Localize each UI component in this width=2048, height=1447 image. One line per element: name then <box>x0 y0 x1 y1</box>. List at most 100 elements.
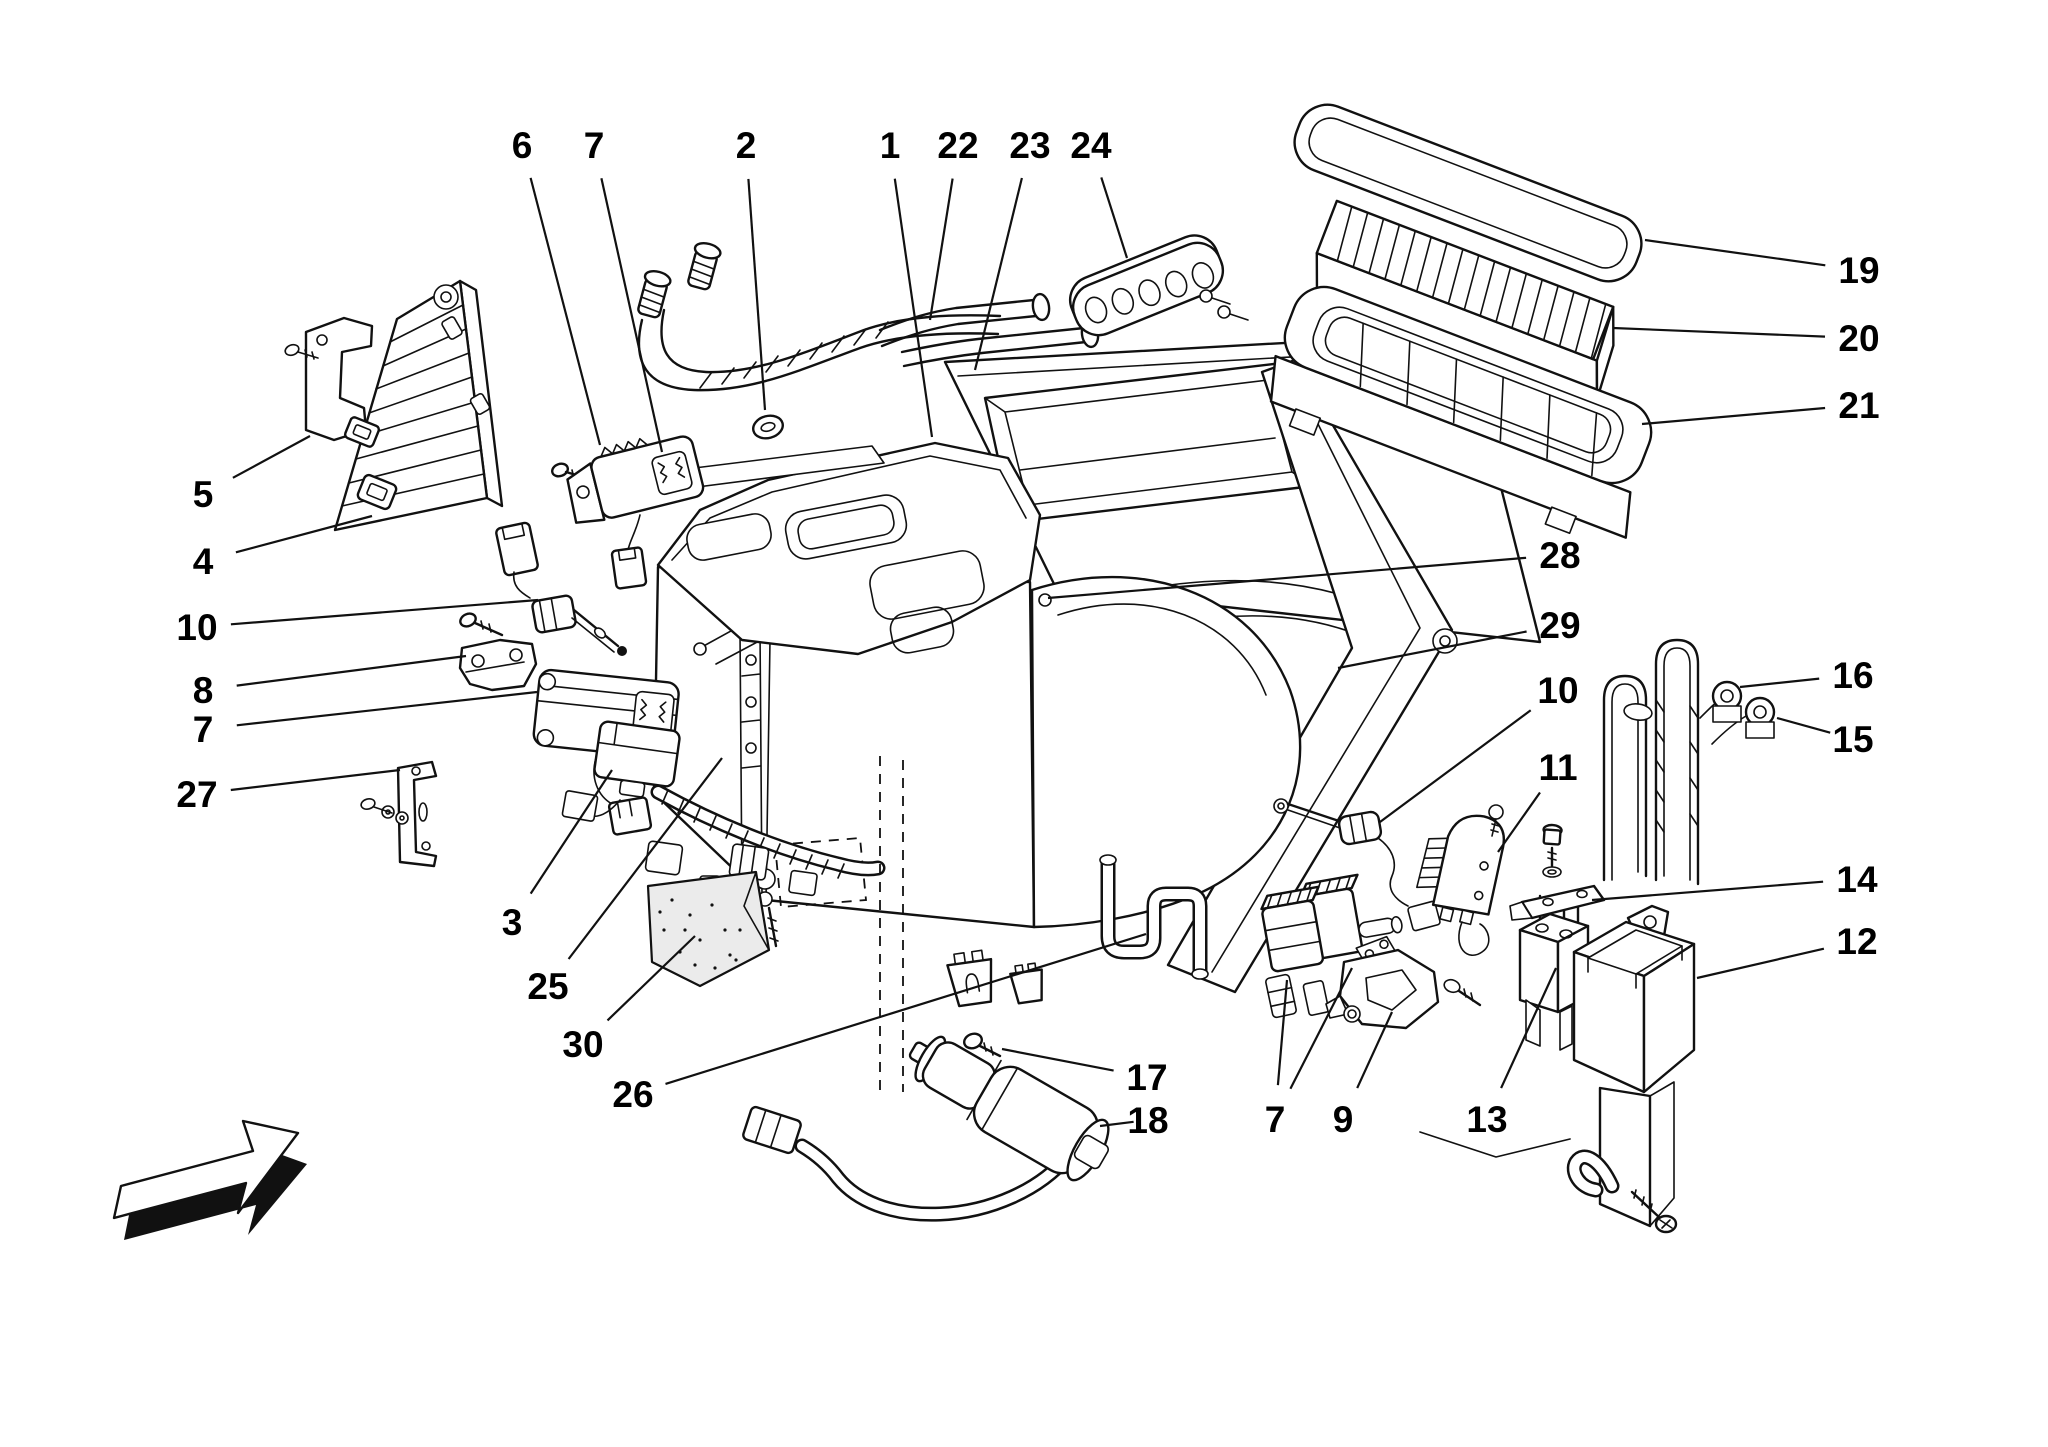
callout-29: 29 <box>1338 605 1581 668</box>
l-bracket <box>360 762 436 866</box>
direction-arrow <box>114 1121 307 1240</box>
heater-hoses <box>635 241 1099 391</box>
leader-line-18 <box>1100 1122 1134 1126</box>
callout-7: 7 <box>193 692 537 750</box>
leader-line-25 <box>569 758 722 959</box>
callout-7: 7 <box>584 125 662 452</box>
leader-line-26 <box>666 934 1147 1084</box>
callout-17: 17 <box>1002 1049 1168 1098</box>
leader-line-3 <box>531 770 612 894</box>
resistor-pack <box>1411 805 1511 955</box>
core-bracket <box>284 318 372 440</box>
temp-sensor-left <box>532 595 627 656</box>
sensor-connector <box>495 522 538 598</box>
callout-1: 1 <box>880 125 932 437</box>
pipe-braid <box>1656 700 1698 832</box>
intake-tray <box>985 363 1313 522</box>
water-pump <box>742 1018 1122 1214</box>
leader-line-10 <box>1380 710 1531 822</box>
cable-connector <box>742 1106 802 1154</box>
callout-number-17: 17 <box>1126 1057 1167 1098</box>
leader-line-6 <box>531 178 600 445</box>
callout-11: 11 <box>1498 747 1578 852</box>
callout-number-7: 7 <box>193 709 214 750</box>
callout-number-3: 3 <box>502 902 523 943</box>
callout-3: 3 <box>502 770 612 943</box>
leader-line-7 <box>601 178 662 452</box>
coolant-pipes <box>1604 640 1774 884</box>
pipe-manifold <box>1063 228 1230 342</box>
callout-number-11: 11 <box>1538 747 1577 788</box>
leader-line-28 <box>1048 558 1526 598</box>
pipe-terminals <box>1700 682 1774 744</box>
support-bracket <box>460 640 536 690</box>
callout-number-18: 18 <box>1127 1100 1168 1141</box>
callout-30: 30 <box>562 936 695 1065</box>
callout-28: 28 <box>1048 535 1581 598</box>
callout-number-7: 7 <box>1265 1099 1286 1140</box>
leader-line-1 <box>895 179 932 437</box>
callout-20: 20 <box>1613 318 1880 359</box>
filter-frame <box>1254 278 1672 553</box>
callout-18: 18 <box>1100 1100 1169 1141</box>
callout-number-12: 12 <box>1836 921 1877 962</box>
callout-25: 25 <box>527 758 722 1007</box>
callout-27: 27 <box>176 770 400 815</box>
leader-line-27 <box>231 770 400 790</box>
callout-number-10: 10 <box>1537 670 1578 711</box>
leader-line-19 <box>1645 240 1825 265</box>
callout-10: 10 <box>176 600 538 648</box>
leader-line-10 <box>231 600 538 624</box>
callout-5: 5 <box>193 436 310 515</box>
callout-number-19: 19 <box>1838 250 1879 291</box>
pipe-fitting <box>1623 702 1653 722</box>
clamp-plate <box>1510 824 1604 920</box>
callout-number-9: 9 <box>1333 1099 1354 1140</box>
callout-16: 16 <box>1740 655 1874 696</box>
core-tabs <box>344 416 398 510</box>
leader-line-20 <box>1613 328 1825 337</box>
leader-line-7 <box>237 692 537 725</box>
callout-number-26: 26 <box>612 1074 653 1115</box>
callout-22: 22 <box>930 125 979 320</box>
callout-number-30: 30 <box>562 1024 603 1065</box>
leader-line-8 <box>237 656 466 686</box>
pump-bolt <box>962 1031 984 1050</box>
leader-line-13 <box>1501 968 1556 1088</box>
fuses <box>946 949 1046 1007</box>
manifold-studs <box>1200 290 1248 320</box>
leader-line-22 <box>930 179 953 320</box>
callout-number-24: 24 <box>1070 125 1112 166</box>
leader-line-15 <box>1777 718 1830 733</box>
callout-number-21: 21 <box>1838 385 1879 426</box>
expansion-reservoir <box>1574 906 1694 1232</box>
unit-top-cover <box>658 443 1051 656</box>
callout-number-25: 25 <box>527 966 568 1007</box>
construction-lines <box>880 756 1570 1157</box>
callout-9: 9 <box>1333 1012 1392 1140</box>
blower-switches <box>1259 869 1407 1018</box>
callout-6: 6 <box>512 125 600 445</box>
filter-gasket <box>1286 96 1650 290</box>
leader-line-7 <box>1290 968 1352 1089</box>
leader-line-9 <box>1357 1012 1392 1088</box>
callout-7: 7 <box>1265 968 1352 1140</box>
callout-4: 4 <box>193 516 372 582</box>
callout-19: 19 <box>1645 240 1880 291</box>
insulation-pad <box>648 872 769 986</box>
leader-line-4 <box>236 516 372 552</box>
callout-15: 15 <box>1777 718 1874 760</box>
callout-number-29: 29 <box>1539 605 1580 646</box>
callout-24: 24 <box>1070 125 1127 258</box>
callout-8: 8 <box>193 656 466 711</box>
callout-26: 26 <box>612 934 1146 1115</box>
leader-line-21 <box>1642 408 1825 424</box>
hose-fitting <box>635 269 672 319</box>
mounting-grommet <box>751 412 786 441</box>
leader-line-29 <box>1338 632 1527 669</box>
braided-pipe <box>700 322 888 388</box>
callout-number-22: 22 <box>937 125 978 166</box>
leader-line-7 <box>1278 980 1287 1085</box>
